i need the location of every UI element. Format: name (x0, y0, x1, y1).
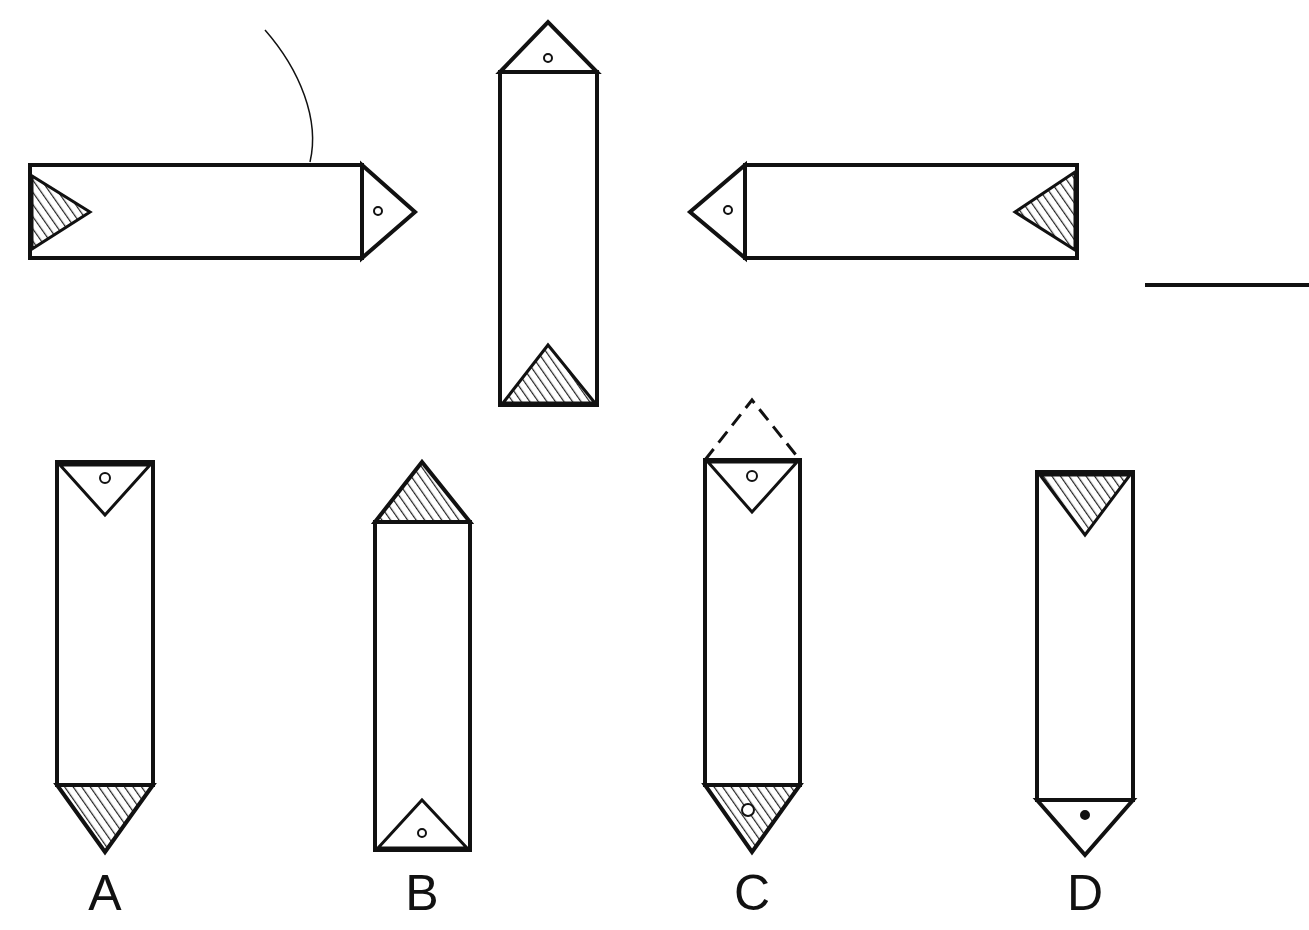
option-letter: B (405, 868, 438, 918)
option-c-figure (705, 400, 800, 852)
option-b-figure (375, 462, 470, 850)
option-d-figure (1037, 472, 1133, 855)
stray-mark (265, 30, 313, 162)
figure-one (30, 165, 415, 258)
figure-two (500, 22, 597, 405)
separator-line (1145, 283, 1309, 287)
option-letter: C (734, 868, 770, 918)
figure-three (690, 165, 1077, 258)
option-a-figure (57, 462, 153, 852)
option-letter: A (88, 868, 121, 918)
option-letter: D (1067, 868, 1103, 918)
